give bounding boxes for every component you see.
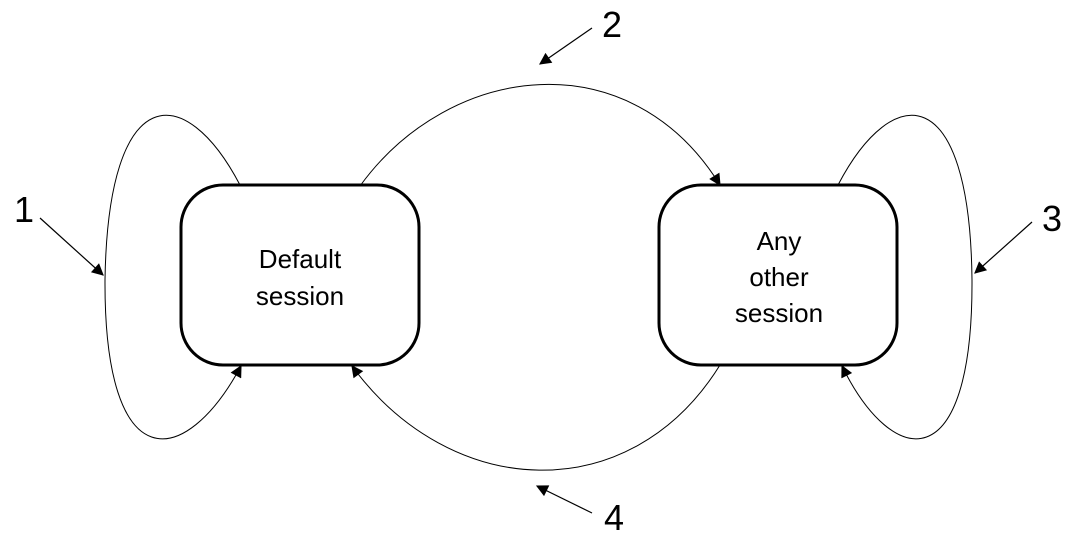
- state-other-line-1: Any: [757, 226, 802, 256]
- transition-3-loop: [837, 114, 973, 440]
- transition-2-arc: [359, 83, 721, 187]
- label-4: 4: [604, 497, 624, 538]
- leader-2: [539, 27, 593, 65]
- state-other-box: [657, 183, 899, 367]
- label-1: 1: [14, 189, 34, 230]
- leader-3: [974, 221, 1033, 274]
- label-2: 2: [602, 4, 622, 45]
- label-3: 3: [1042, 198, 1062, 239]
- leader-1: [39, 217, 104, 276]
- state-other-line-2: other: [749, 262, 809, 292]
- leader-4: [535, 485, 593, 514]
- state-any-other-session: Any other session: [657, 183, 899, 367]
- transition-1-loop: [104, 114, 242, 440]
- transition-4-arc: [351, 364, 721, 471]
- state-default-session: Default session: [179, 183, 421, 367]
- state-default-box: [179, 183, 421, 367]
- state-default-line-2: session: [256, 281, 344, 311]
- state-other-line-3: session: [735, 298, 823, 328]
- state-default-line-1: Default: [259, 244, 342, 274]
